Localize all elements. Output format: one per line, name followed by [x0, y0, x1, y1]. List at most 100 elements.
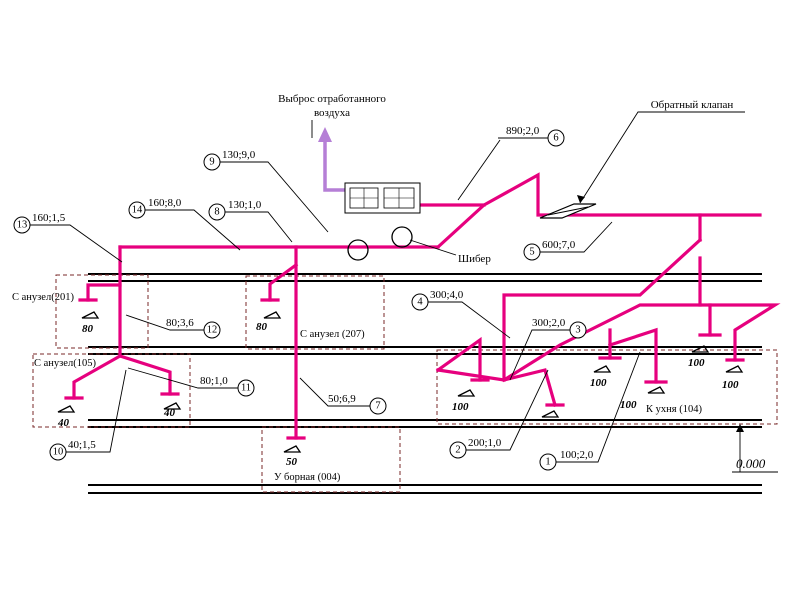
- svg-text:12: 12: [207, 325, 218, 336]
- section-8: 8 130;1,0: [208, 199, 262, 221]
- leaders: [22, 111, 778, 473]
- zone-ubornaya-004: [261, 426, 401, 493]
- svg-text:7: 7: [375, 401, 380, 412]
- section-3: 3 300;2,0: [532, 317, 587, 339]
- leader-13: [22, 224, 123, 263]
- section-14: 14 160;8,0: [128, 197, 182, 219]
- duct-branch-105: [72, 353, 123, 400]
- svg-text:10: 10: [53, 447, 64, 458]
- duct-diagonal-to-6: [435, 172, 762, 250]
- leader-11: [127, 367, 238, 389]
- room-zones: [32, 274, 778, 493]
- exhaust-label-line1: Выброс отработанного: [278, 93, 386, 105]
- leader-4: [412, 301, 511, 339]
- flow-105b: 40: [163, 407, 176, 419]
- svg-text:1: 1: [545, 457, 550, 468]
- leader-6-arrow: [457, 139, 501, 201]
- duct-branch-105b: [117, 353, 172, 396]
- room-label-201: С анузел(201): [12, 292, 74, 303]
- svg-text:4: 4: [417, 297, 423, 308]
- duct-section-2: [435, 336, 482, 382]
- damper-circle: [347, 239, 369, 261]
- svg-text:80;3,6: 80;3,6: [166, 317, 194, 329]
- svg-text:3: 3: [575, 325, 580, 336]
- zone-sanuzel-201: [55, 274, 149, 349]
- duct-branch-207: [268, 262, 299, 302]
- leader-10: [60, 369, 127, 453]
- section-10: 10 40;1,5: [49, 439, 96, 461]
- room-label-207: С анузел (207): [300, 329, 365, 340]
- svg-text:11: 11: [241, 383, 251, 394]
- section-4: 4 300;4,0: [411, 289, 464, 311]
- svg-text:6: 6: [553, 133, 558, 144]
- check-valve-label: Обратный клапан: [651, 99, 734, 111]
- room-label-105: С анузел(105): [34, 358, 96, 369]
- floor-slabs: [88, 273, 762, 494]
- leader-7: [299, 377, 370, 407]
- duct-section-3: [501, 303, 781, 383]
- damper-circle: [391, 226, 413, 248]
- svg-text:100;2,0: 100;2,0: [560, 449, 594, 461]
- svg-text:2: 2: [455, 445, 460, 456]
- section-9: 9 130;9,0: [203, 149, 256, 171]
- svg-text:130;1,0: 130;1,0: [228, 199, 262, 211]
- leader-8: [225, 211, 293, 243]
- elevation-label: 0.000: [736, 456, 766, 471]
- section-1: 1 100;2,0: [539, 449, 594, 471]
- leader-3: [509, 329, 578, 381]
- leader-12: [125, 314, 210, 331]
- flow-k5: 100: [722, 379, 739, 391]
- svg-text:5: 5: [529, 247, 534, 258]
- grille-symbols: [57, 311, 744, 453]
- zone-sanuzel-105: [32, 353, 191, 428]
- zone-kukhnya-104: [436, 349, 778, 425]
- flow-k4: 100: [688, 357, 705, 369]
- leader-2: [458, 369, 549, 451]
- svg-text:300;4,0: 300;4,0: [430, 289, 464, 301]
- section-5: 5 600;7,0: [523, 239, 576, 261]
- flow-207: 80: [256, 321, 268, 333]
- svg-text:160;8,0: 160;8,0: [148, 197, 182, 209]
- svg-text:160;1,5: 160;1,5: [32, 212, 66, 224]
- flow-k1: 100: [452, 401, 469, 413]
- svg-text:300;2,0: 300;2,0: [532, 317, 566, 329]
- leader-9: [218, 161, 329, 233]
- flow-k3: 100: [620, 399, 637, 411]
- flow-105a: 40: [57, 417, 70, 429]
- duct-kitchen-left: [436, 368, 557, 407]
- svg-text:80;1,0: 80;1,0: [200, 375, 228, 387]
- svg-text:890;2,0: 890;2,0: [506, 125, 540, 137]
- svg-text:600;7,0: 600;7,0: [542, 239, 576, 251]
- leader-check-valve: [579, 111, 745, 204]
- section-2: 2 200;1,0: [449, 437, 502, 459]
- leader-5: [532, 221, 613, 253]
- duct-branch-201: [86, 283, 122, 302]
- svg-text:200;1,0: 200;1,0: [468, 437, 502, 449]
- duct-network: [64, 172, 781, 440]
- svg-text:9: 9: [209, 157, 214, 168]
- flow-201: 80: [82, 323, 94, 335]
- exhaust-label-line2: воздуха: [314, 107, 350, 119]
- leader-damper: [409, 239, 457, 256]
- svg-text:8: 8: [214, 207, 219, 218]
- flow-004: 50: [286, 456, 298, 468]
- flow-k2: 100: [590, 377, 607, 389]
- svg-text:40;1,5: 40;1,5: [68, 439, 96, 451]
- exhaust-fan-unit: [344, 182, 421, 214]
- section-11: 11 80;1,0: [200, 375, 255, 397]
- room-label-004: У борная (004): [274, 472, 341, 483]
- check-valve-symbol: [539, 203, 597, 219]
- svg-text:14: 14: [132, 205, 143, 216]
- section-6: 6 890;2,0: [506, 125, 565, 147]
- exhaust-arrow: [318, 127, 345, 192]
- leader-1: [548, 351, 641, 463]
- leader-14: [142, 209, 241, 251]
- section-12: 12 80;3,6: [166, 317, 221, 339]
- duct-section-1: [607, 327, 658, 384]
- section-13: 13 160;1,5: [13, 212, 66, 234]
- svg-text:13: 13: [17, 220, 28, 231]
- room-label-104: К ухня (104): [646, 404, 702, 415]
- section-7: 7 50;6,9: [328, 393, 387, 415]
- svg-text:50;6,9: 50;6,9: [328, 393, 356, 405]
